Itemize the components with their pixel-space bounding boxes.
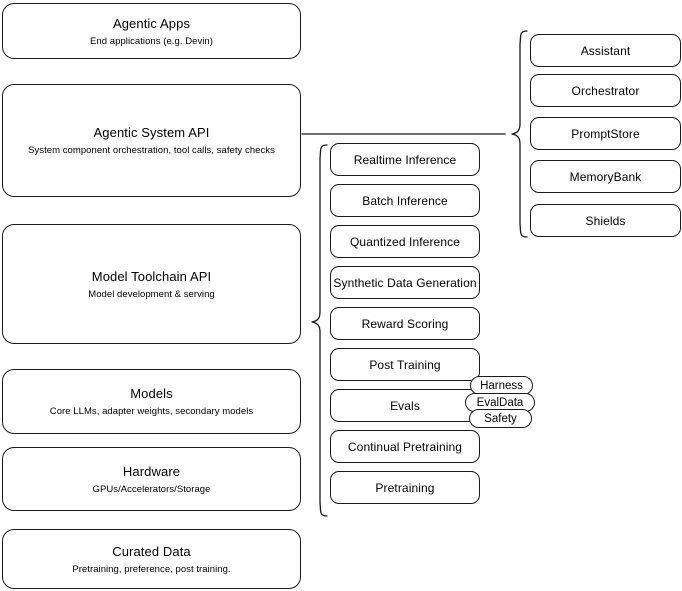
layer-title: Hardware bbox=[122, 463, 181, 479]
layer-subtitle: End applications (e.g. Devin) bbox=[90, 35, 213, 47]
capability-label: Evals bbox=[390, 398, 420, 413]
layer-box-agentic-system-api[interactable]: Agentic System API System component orch… bbox=[2, 84, 301, 197]
capability-label: Batch Inference bbox=[362, 193, 448, 208]
capability-label: Pretraining bbox=[375, 480, 435, 495]
capability-pretraining[interactable]: Pretraining bbox=[330, 471, 480, 504]
eval-badge-label: Safety bbox=[484, 412, 517, 425]
layer-subtitle: Core LLMs, adapter weights, secondary mo… bbox=[49, 406, 254, 417]
system-component-label: MemoryBank bbox=[569, 169, 642, 184]
capability-quantized-inference[interactable]: Quantized Inference bbox=[330, 225, 480, 258]
system-component-shields[interactable]: Shields bbox=[530, 204, 681, 237]
system-component-orchestrator[interactable]: Orchestrator bbox=[530, 74, 681, 107]
eval-badge-safety[interactable]: Safety bbox=[469, 409, 532, 428]
capability-evals[interactable]: Evals bbox=[330, 389, 480, 422]
layer-box-hardware[interactable]: Hardware GPUs/Accelerators/Storage bbox=[2, 447, 301, 511]
brace-system-components bbox=[511, 30, 528, 238]
layer-subtitle: Pretraining, preference, post training. bbox=[72, 563, 231, 575]
layer-subtitle: GPUs/Accelerators/Storage bbox=[92, 483, 211, 495]
system-component-memorybank[interactable]: MemoryBank bbox=[530, 160, 681, 193]
layer-title: Models bbox=[130, 386, 173, 401]
capability-label: Synthetic Data Generation bbox=[333, 275, 477, 290]
layer-subtitle: Model development & serving bbox=[88, 288, 215, 300]
layer-title: Curated Data bbox=[112, 543, 191, 559]
layer-title: Agentic Apps bbox=[112, 15, 191, 31]
capability-label: Continual Pretraining bbox=[347, 439, 463, 454]
eval-badge-label: Harness bbox=[480, 379, 523, 392]
capability-realtime-inference[interactable]: Realtime Inference bbox=[330, 143, 480, 176]
layer-subtitle: System component orchestration, tool cal… bbox=[28, 145, 275, 156]
capability-batch-inference[interactable]: Batch Inference bbox=[330, 184, 480, 217]
layer-title: Model Toolchain API bbox=[91, 268, 212, 284]
capability-continual-pretraining[interactable]: Continual Pretraining bbox=[330, 430, 480, 463]
layer-title: Agentic System API bbox=[93, 125, 210, 140]
capability-synthetic-data-generation[interactable]: Synthetic Data Generation bbox=[330, 266, 480, 299]
system-component-assistant[interactable]: Assistant bbox=[530, 34, 681, 67]
layer-box-curated-data[interactable]: Curated Data Pretraining, preference, po… bbox=[2, 529, 301, 589]
capability-reward-scoring[interactable]: Reward Scoring bbox=[330, 307, 480, 340]
capability-label: Post Training bbox=[369, 357, 441, 372]
eval-badge-label: EvalData bbox=[476, 396, 524, 409]
brace-toolchain-capabilities bbox=[311, 144, 328, 517]
layer-box-agentic-apps[interactable]: Agentic Apps End applications (e.g. Devi… bbox=[2, 3, 301, 59]
system-component-label: PromptStore bbox=[571, 126, 640, 141]
system-component-label: Assistant bbox=[580, 43, 631, 58]
capability-label: Quantized Inference bbox=[350, 234, 460, 249]
system-component-label: Shields bbox=[585, 213, 626, 228]
layer-box-model-toolchain-api[interactable]: Model Toolchain API Model development & … bbox=[2, 224, 301, 344]
capability-label: Reward Scoring bbox=[361, 316, 449, 331]
capability-post-training[interactable]: Post Training bbox=[330, 348, 480, 381]
capability-label: Realtime Inference bbox=[353, 152, 457, 167]
system-component-promptstore[interactable]: PromptStore bbox=[530, 117, 681, 150]
system-component-label: Orchestrator bbox=[571, 83, 640, 98]
layer-box-models[interactable]: Models Core LLMs, adapter weights, secon… bbox=[2, 369, 301, 434]
